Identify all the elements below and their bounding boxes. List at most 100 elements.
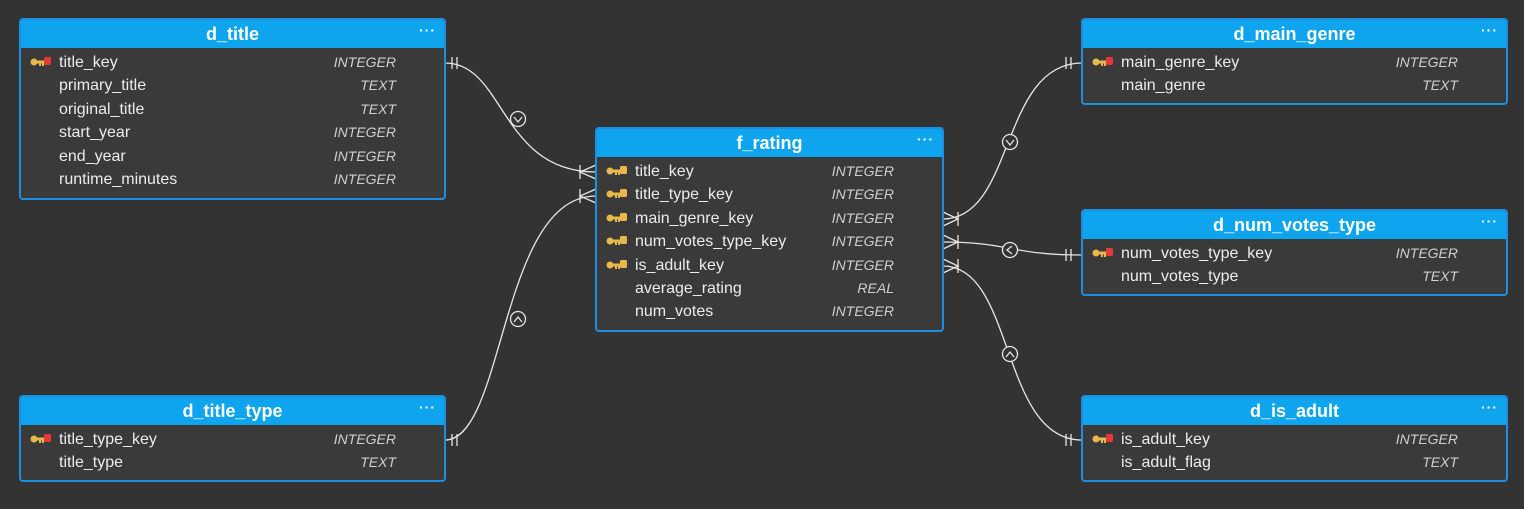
more-options-icon[interactable]: ··· — [917, 131, 934, 147]
column-type: INTEGER — [1395, 245, 1458, 261]
column-type: TEXT — [1422, 268, 1458, 285]
column-name: num_votes_type_key — [635, 233, 787, 251]
column-type: INTEGER — [831, 303, 894, 320]
column-name: original_title — [59, 100, 145, 118]
column-type: INTEGER — [333, 170, 396, 187]
foreign-key-icon — [606, 212, 627, 222]
entity-title: d_title — [205, 24, 259, 44]
column-row[interactable]: main_genre TEXT — [1083, 74, 1506, 97]
entity-header[interactable]: d_main_genre ··· — [1083, 20, 1506, 48]
column-name: main_genre — [1121, 77, 1206, 95]
more-options-icon[interactable]: ··· — [419, 399, 436, 415]
column-name: end_year — [59, 147, 126, 165]
entity-d-num-votes-type[interactable]: d_num_votes_type ··· num_votes_type_key I… — [1081, 209, 1508, 296]
more-options-icon[interactable]: ··· — [1481, 22, 1498, 38]
column-type: TEXT — [360, 454, 396, 471]
entity-d-title-type[interactable]: d_title_type ··· title_type_key INTEGER t… — [19, 395, 446, 482]
entity-header[interactable]: d_title ··· — [21, 20, 444, 48]
foreign-key-icon — [606, 166, 627, 175]
column-name: runtime_minutes — [59, 170, 178, 188]
relationship-is-adult-key[interactable] — [942, 258, 1083, 446]
column-row[interactable]: num_votes INTEGER — [597, 300, 942, 323]
entity-title: d_title_type — [182, 401, 283, 421]
column-row[interactable]: primary_title TEXT — [21, 74, 444, 97]
column-name: is_adult_key — [1121, 431, 1210, 448]
column-name: num_votes_type — [1121, 268, 1239, 286]
column-name: title_key — [59, 54, 118, 71]
column-type: INTEGER — [831, 209, 894, 226]
entity-title: f_rating — [736, 133, 803, 153]
column-name: is_adult_flag — [1121, 454, 1211, 472]
column-name: title_key — [635, 163, 694, 180]
column-row[interactable]: main_genre_key INTEGER — [597, 207, 942, 230]
column-name: average_rating — [635, 279, 742, 297]
column-row[interactable]: runtime_minutes INTEGER — [21, 168, 444, 191]
column-row[interactable]: end_year INTEGER — [21, 145, 444, 168]
column-name: is_adult_key — [635, 256, 724, 274]
column-name: primary_title — [59, 77, 147, 95]
entity-title: d_num_votes_type — [1212, 215, 1377, 235]
column-type: TEXT — [1422, 454, 1458, 471]
entity-header[interactable]: f_rating ··· — [597, 129, 942, 157]
relationship-title-type-key[interactable] — [444, 188, 597, 446]
column-type: INTEGER — [831, 186, 894, 203]
column-row[interactable]: title_key INTEGER — [597, 160, 942, 183]
column-row[interactable]: num_votes_type_key INTEGER — [597, 230, 942, 253]
column-name: num_votes_type_key — [1121, 245, 1273, 262]
primary-key-icon — [30, 434, 51, 443]
column-row[interactable]: title_type_key INTEGER — [21, 428, 444, 451]
column-row[interactable]: is_adult_flag TEXT — [1083, 451, 1506, 474]
column-row[interactable]: original_title TEXT — [21, 98, 444, 121]
entity-header[interactable]: d_is_adult ··· — [1083, 397, 1506, 425]
column-name: title_type_key — [59, 431, 157, 448]
column-name: main_genre_key — [635, 209, 754, 227]
column-name: num_votes — [635, 303, 714, 321]
column-name: title_type_key — [635, 186, 733, 204]
relationship-num-votes-type-key[interactable] — [942, 234, 1083, 261]
relationship-main-genre-key[interactable] — [942, 57, 1083, 227]
primary-key-icon — [1092, 434, 1113, 443]
more-options-icon[interactable]: ··· — [1481, 399, 1498, 415]
column-row[interactable]: title_type_key INTEGER — [597, 183, 942, 206]
column-row[interactable]: start_year INTEGER — [21, 121, 444, 144]
column-type: INTEGER — [333, 124, 396, 141]
column-type: INTEGER — [1395, 54, 1458, 70]
column-row[interactable]: title_type TEXT — [21, 451, 444, 474]
relationship-title-key[interactable] — [444, 57, 597, 180]
entity-title: d_is_adult — [1249, 401, 1340, 421]
more-options-icon[interactable]: ··· — [419, 22, 436, 38]
foreign-key-icon — [606, 189, 627, 199]
more-options-icon[interactable]: ··· — [1481, 213, 1498, 229]
column-name: title_type — [59, 454, 124, 472]
column-row[interactable]: average_rating REAL — [597, 277, 942, 300]
entity-header[interactable]: d_title_type ··· — [21, 397, 444, 425]
column-name: start_year — [59, 124, 131, 142]
column-type: TEXT — [1422, 77, 1458, 94]
column-type: TEXT — [360, 77, 396, 94]
column-type: INTEGER — [831, 256, 894, 273]
column-type: INTEGER — [333, 431, 396, 447]
entity-header[interactable]: d_num_votes_type ··· — [1083, 211, 1506, 239]
column-type: INTEGER — [831, 233, 894, 250]
column-type: INTEGER — [333, 147, 396, 164]
foreign-key-icon — [606, 236, 627, 246]
column-type: REAL — [857, 279, 894, 296]
column-row[interactable]: num_votes_type TEXT — [1083, 265, 1506, 288]
primary-key-icon — [1092, 248, 1113, 257]
primary-key-icon — [1092, 57, 1113, 66]
column-type: TEXT — [360, 100, 396, 117]
column-row[interactable]: is_adult_key INTEGER — [597, 254, 942, 277]
entity-title: d_main_genre — [1233, 24, 1356, 44]
column-type: INTEGER — [831, 163, 894, 179]
column-row[interactable]: num_votes_type_key INTEGER — [1083, 242, 1506, 265]
primary-key-icon — [30, 57, 51, 66]
foreign-key-icon — [606, 259, 627, 269]
